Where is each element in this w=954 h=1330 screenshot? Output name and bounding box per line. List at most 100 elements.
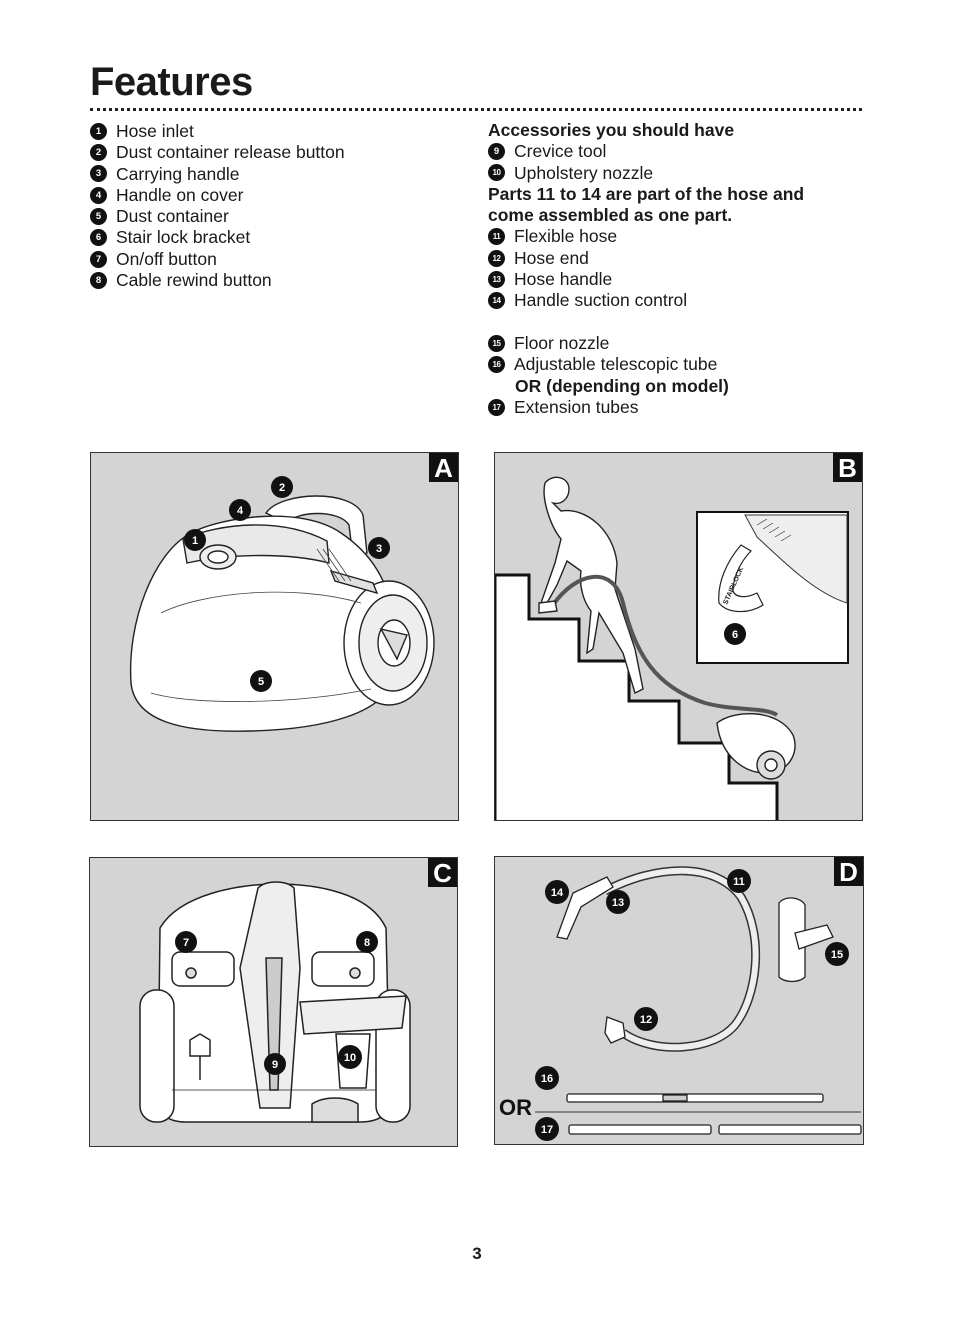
number-badge: 2 <box>90 144 107 162</box>
number-badge: 5 <box>90 208 107 226</box>
page-number: 3 <box>472 1244 482 1263</box>
panel-label-b: B <box>833 453 862 483</box>
list-item: 12 Hose end <box>488 248 804 269</box>
or-label: OR <box>499 1095 532 1120</box>
rear-view-illustration: 7 8 9 10 <box>139 881 411 1123</box>
svg-text:3: 3 <box>376 543 382 555</box>
dotted-divider <box>90 108 862 111</box>
number-badge: 6 <box>90 229 107 247</box>
item-label: Handle suction control <box>514 290 688 311</box>
vacuum-illustration: 1 2 3 4 5 <box>129 476 435 732</box>
callout-16: 16 <box>535 1066 559 1090</box>
page-title: Features <box>90 60 253 104</box>
item-label: Flexible hose <box>514 226 618 247</box>
list-item: 7 On/off button <box>90 249 345 270</box>
svg-text:13: 13 <box>612 897 624 909</box>
item-label: Carrying handle <box>116 163 240 184</box>
list-item: 13 Hose handle <box>488 269 804 290</box>
number-badge: 15 <box>488 334 505 352</box>
svg-text:10: 10 <box>344 1052 356 1064</box>
callout-3: 3 <box>368 537 390 559</box>
item-label: Hose inlet <box>116 121 194 141</box>
callout-11: 11 <box>727 869 751 893</box>
panel-label-d: D <box>834 857 863 887</box>
callout-12: 12 <box>634 1007 658 1031</box>
number-badge: 3 <box>90 165 107 183</box>
svg-text:16: 16 <box>541 1073 553 1085</box>
item-label: Cable rewind button <box>116 270 272 291</box>
accessories-illustration: OR 11 12 13 14 15 16 17 <box>499 866 862 1141</box>
svg-text:5: 5 <box>258 676 264 688</box>
or-note: OR (depending on model) <box>515 375 729 396</box>
figure-a-vacuum: 1 2 3 4 5 A <box>90 452 459 821</box>
callout-15: 15 <box>825 942 849 966</box>
item-label: Handle on cover <box>116 184 244 205</box>
number-badge: 9 <box>488 143 505 161</box>
number-badge: 10 <box>488 164 505 182</box>
svg-text:9: 9 <box>272 1059 278 1071</box>
svg-text:8: 8 <box>364 937 370 949</box>
list-item: 15 Floor nozzle <box>488 333 804 354</box>
svg-text:15: 15 <box>831 949 843 961</box>
item-label: Hose handle <box>514 269 613 290</box>
item-label: Extension tubes <box>514 396 639 417</box>
callout-2: 2 <box>271 476 293 498</box>
item-label: Floor nozzle <box>514 332 610 353</box>
list-item: 4 Handle on cover <box>90 185 345 206</box>
svg-text:12: 12 <box>640 1014 652 1026</box>
list-item: 5 Dust container <box>90 206 345 227</box>
list-item: 10 Upholstery nozzle <box>488 163 804 184</box>
item-label: On/off button <box>116 248 217 269</box>
panel-label-a: A <box>429 453 458 483</box>
item-label: Upholstery nozzle <box>514 162 654 183</box>
svg-text:11: 11 <box>733 876 745 888</box>
callout-13: 13 <box>606 890 630 914</box>
callout-4: 4 <box>229 499 251 521</box>
callout-5: 5 <box>250 670 272 692</box>
number-badge: 12 <box>488 249 505 267</box>
number-badge: 13 <box>488 270 505 288</box>
list-item: 11 Flexible hose <box>488 226 804 247</box>
hose-note-line: Parts 11 to 14 are part of the hose and <box>488 183 805 204</box>
item-label: Hose end <box>514 247 589 268</box>
stair-lock-inset: STAIRLOCK 6 <box>696 511 849 664</box>
callout-8: 8 <box>356 931 378 953</box>
feature-list-right: Accessories you should have 9 Crevice too… <box>488 120 804 418</box>
callout-9: 9 <box>264 1053 286 1075</box>
svg-text:17: 17 <box>541 1124 553 1136</box>
svg-text:6: 6 <box>732 629 738 641</box>
number-badge: 1 <box>90 122 107 140</box>
figure-b-stairs: STAIRLOCK 6 B <box>494 452 863 821</box>
list-item: 9 Crevice tool <box>488 141 804 162</box>
panel-label-c: C <box>428 858 457 888</box>
callout-1: 1 <box>184 529 206 551</box>
hose-note-line: come assembled as one part. <box>488 205 733 226</box>
svg-text:1: 1 <box>192 535 198 547</box>
item-label: Crevice tool <box>514 141 607 162</box>
accessories-heading: Accessories you should have <box>488 120 735 140</box>
list-item: 16 Adjustable telescopic tube <box>488 354 804 375</box>
feature-list-left: 1 Hose inlet 2 Dust container release butt… <box>90 121 345 291</box>
number-badge: 16 <box>488 356 505 374</box>
stairs-illustration: STAIRLOCK 6 <box>495 476 849 820</box>
item-label: Dust container release button <box>116 142 345 163</box>
svg-text:14: 14 <box>551 887 564 899</box>
number-badge: 4 <box>90 186 107 204</box>
item-label: Adjustable telescopic tube <box>514 354 718 375</box>
number-badge: 7 <box>90 250 107 268</box>
svg-text:7: 7 <box>183 937 189 949</box>
number-badge: 11 <box>488 228 505 246</box>
figure-d-accessories: OR 11 12 13 14 15 16 17 D <box>494 856 864 1145</box>
list-item: 1 Hose inlet <box>90 121 345 142</box>
figure-c-rear-view: 7 8 9 10 C <box>89 857 458 1147</box>
callout-6: 6 <box>724 623 746 645</box>
item-label: Dust container <box>116 206 229 227</box>
svg-text:2: 2 <box>279 482 285 494</box>
callout-10: 10 <box>338 1045 362 1069</box>
callout-7: 7 <box>175 931 197 953</box>
callout-17: 17 <box>535 1117 559 1141</box>
number-badge: 14 <box>488 292 505 310</box>
